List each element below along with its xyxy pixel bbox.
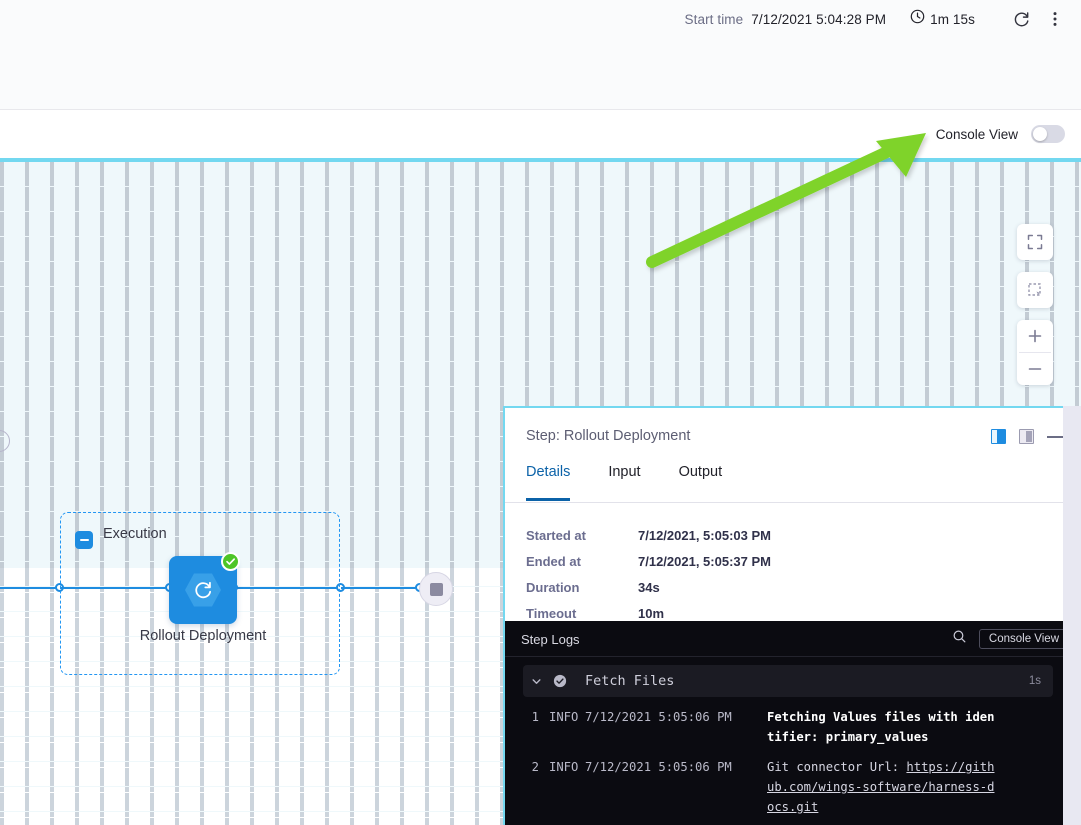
top-bar-actions	[1009, 7, 1067, 31]
fit-to-screen-button[interactable]	[1017, 224, 1053, 260]
detail-row-started-at: Started at 7/12/2021, 5:05:03 PM	[526, 525, 771, 545]
step-details-panel: Step: Rollout Deployment Details Input O…	[503, 406, 1081, 825]
log-line-timestamp: 7/12/2021 5:05:06 PM	[585, 707, 767, 747]
log-line: 1 INFO 7/12/2021 5:05:06 PM Fetching Val…	[523, 707, 1081, 747]
detail-value: 7/12/2021, 5:05:03 PM	[638, 528, 771, 543]
step-node-label: Rollout Deployment	[120, 625, 286, 647]
console-view-bar: Console View	[0, 110, 1081, 158]
detail-key: Duration	[526, 580, 638, 595]
detail-row-ended-at: Ended at 7/12/2021, 5:05:37 PM	[526, 551, 771, 571]
console-view-label: Console View	[936, 127, 1018, 142]
log-line-number: 2	[523, 757, 539, 817]
clock-icon	[910, 9, 925, 29]
right-edge-strip	[1063, 406, 1081, 825]
duration-value: 1m 15s	[930, 12, 975, 27]
step-logs-header: Step Logs Console View	[505, 621, 1081, 657]
check-circle-icon	[225, 556, 236, 567]
start-time-label: Start time	[685, 12, 744, 27]
zoom-out-button[interactable]	[1017, 353, 1053, 385]
group-collapse-button[interactable]	[75, 531, 93, 549]
step-logs-actions: Console View	[952, 629, 1069, 649]
split-view-right-button[interactable]	[991, 429, 1006, 444]
console-view-control: Console View	[936, 110, 1065, 158]
pipeline-flow: Execution Rollout Deployment	[0, 406, 503, 825]
toggle-knob	[1033, 127, 1047, 141]
log-line-number: 1	[523, 707, 539, 747]
split-view-bottom-button[interactable]	[1019, 429, 1034, 444]
log-line-level: INFO	[539, 757, 585, 817]
step-details-list: Started at 7/12/2021, 5:05:03 PM Ended a…	[526, 525, 771, 629]
edge-incoming	[0, 587, 60, 589]
detail-value: 10m	[638, 606, 664, 621]
zoom-in-button[interactable]	[1017, 320, 1053, 352]
panel-bottom-icon-fill	[1026, 431, 1032, 442]
console-view-toggle[interactable]	[1031, 125, 1065, 143]
step-logs-panel: Step Logs Console View Fetch File	[505, 621, 1081, 825]
detail-value: 34s	[638, 580, 660, 595]
top-bar: Start time 7/12/2021 5:04:28 PM 1m 15s	[0, 0, 1081, 110]
detail-key: Started at	[526, 528, 638, 543]
log-section-fetch-files[interactable]: Fetch Files 1s	[523, 665, 1053, 697]
search-icon[interactable]	[952, 629, 967, 649]
chevron-down-icon[interactable]	[523, 675, 549, 688]
refresh-icon[interactable]	[1009, 7, 1033, 31]
panel-header: Step: Rollout Deployment	[505, 408, 1081, 464]
minus-icon	[1027, 361, 1043, 377]
log-line-timestamp: 7/12/2021 5:05:06 PM	[585, 757, 767, 817]
log-line-message: Git connector Url: https://github.com/wi…	[767, 757, 1001, 817]
tab-output[interactable]: Output	[679, 464, 743, 500]
panel-right-icon-right	[997, 430, 1005, 443]
previous-node-partial	[0, 430, 10, 452]
log-section-name: Fetch Files	[585, 673, 674, 689]
panel-tabs: Details Input Output	[505, 464, 1081, 500]
minus-square-icon	[80, 539, 89, 541]
plus-icon	[1027, 328, 1043, 344]
crop-select-icon	[1027, 282, 1043, 298]
rollout-deployment-icon	[192, 579, 214, 601]
logs-console-view-button[interactable]: Console View	[979, 629, 1069, 649]
detail-key: Timeout	[526, 606, 638, 621]
detail-row-timeout: Timeout 10m	[526, 603, 771, 623]
log-line-level: INFO	[539, 707, 585, 747]
duration-group: 1m 15s	[910, 9, 975, 29]
more-vertical-icon[interactable]	[1043, 7, 1067, 31]
log-section-duration: 1s	[1029, 675, 1041, 687]
fullscreen-icon	[1027, 234, 1043, 250]
log-message-prefix: Git connector Url:	[767, 760, 906, 774]
detail-key: Ended at	[526, 554, 638, 569]
log-line: 2 INFO 7/12/2021 5:05:06 PM Git connecto…	[523, 757, 1081, 817]
step-logs-body: Fetch Files 1s 1 INFO 7/12/2021 5:05:06 …	[505, 657, 1081, 825]
check-circle-icon	[549, 674, 571, 688]
status-badge	[221, 552, 240, 571]
tab-input[interactable]: Input	[608, 464, 660, 500]
execution-meta: Start time 7/12/2021 5:04:28 PM 1m 15s	[685, 7, 1068, 31]
edge-to-end	[341, 587, 421, 589]
tab-details[interactable]: Details	[526, 464, 590, 500]
panel-title: Step: Rollout Deployment	[526, 428, 690, 444]
detail-row-duration: Duration 34s	[526, 577, 771, 597]
tabs-divider	[505, 502, 1081, 503]
stop-square-icon	[430, 583, 443, 596]
end-node[interactable]	[419, 572, 453, 606]
minimize-panel-button[interactable]	[1047, 436, 1063, 438]
detail-value: 7/12/2021, 5:05:37 PM	[638, 554, 771, 569]
log-line-message: Fetching Values files with identifier: p…	[767, 707, 1001, 747]
panel-actions	[991, 429, 1063, 444]
zoom-buttons-group	[1017, 320, 1053, 385]
execution-group-label: Execution	[103, 526, 167, 542]
start-time-value: 7/12/2021 5:04:28 PM	[751, 12, 886, 27]
step-logs-title: Step Logs	[521, 632, 580, 647]
select-area-button[interactable]	[1017, 272, 1053, 308]
